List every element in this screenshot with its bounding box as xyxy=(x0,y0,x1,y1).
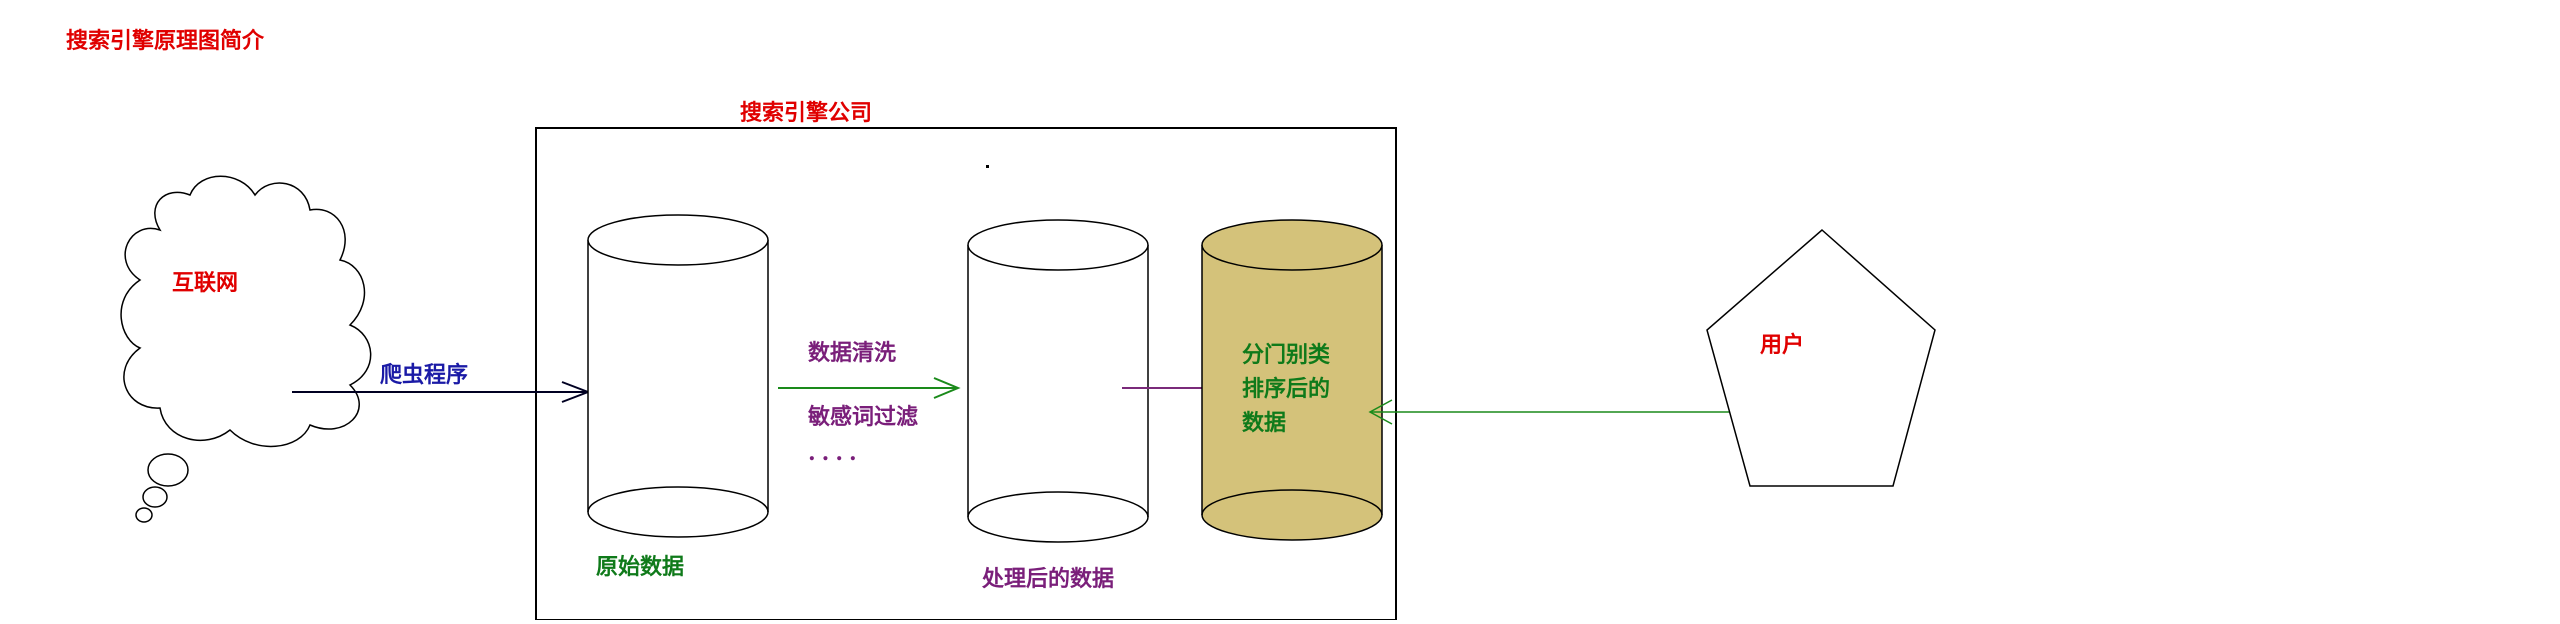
cleaning-label: 数据清洗 xyxy=(808,340,896,366)
raw-data-label: 原始数据 xyxy=(596,554,684,580)
sorted-data-label-line1: 分门别类 xyxy=(1242,342,1331,368)
user-pentagon xyxy=(1706,229,1936,487)
stray-dot xyxy=(986,165,989,168)
user-label: 用户 xyxy=(1760,332,1804,358)
processed-data-cylinder xyxy=(967,219,1149,543)
crawler-label: 爬虫程序 xyxy=(380,362,468,388)
user-query-arrow xyxy=(1368,399,1772,425)
internet-cloud xyxy=(120,175,372,523)
processed-data-label: 处理后的数据 xyxy=(981,566,1114,592)
cleaning-arrow xyxy=(778,377,961,399)
ellipsis-label: .... xyxy=(808,440,863,466)
sorted-data-label-line3: 数据 xyxy=(1242,410,1286,436)
filter-label: 敏感词过滤 xyxy=(807,404,918,430)
internet-label: 互联网 xyxy=(172,270,238,296)
sorted-data-cylinder xyxy=(1201,219,1383,541)
company-label: 搜索引擎公司 xyxy=(740,100,872,126)
raw-data-cylinder xyxy=(587,214,769,538)
sorted-data-label-line2: 排序后的 xyxy=(1242,376,1330,402)
diagram-title: 搜索引擎原理图简介 xyxy=(66,28,265,54)
